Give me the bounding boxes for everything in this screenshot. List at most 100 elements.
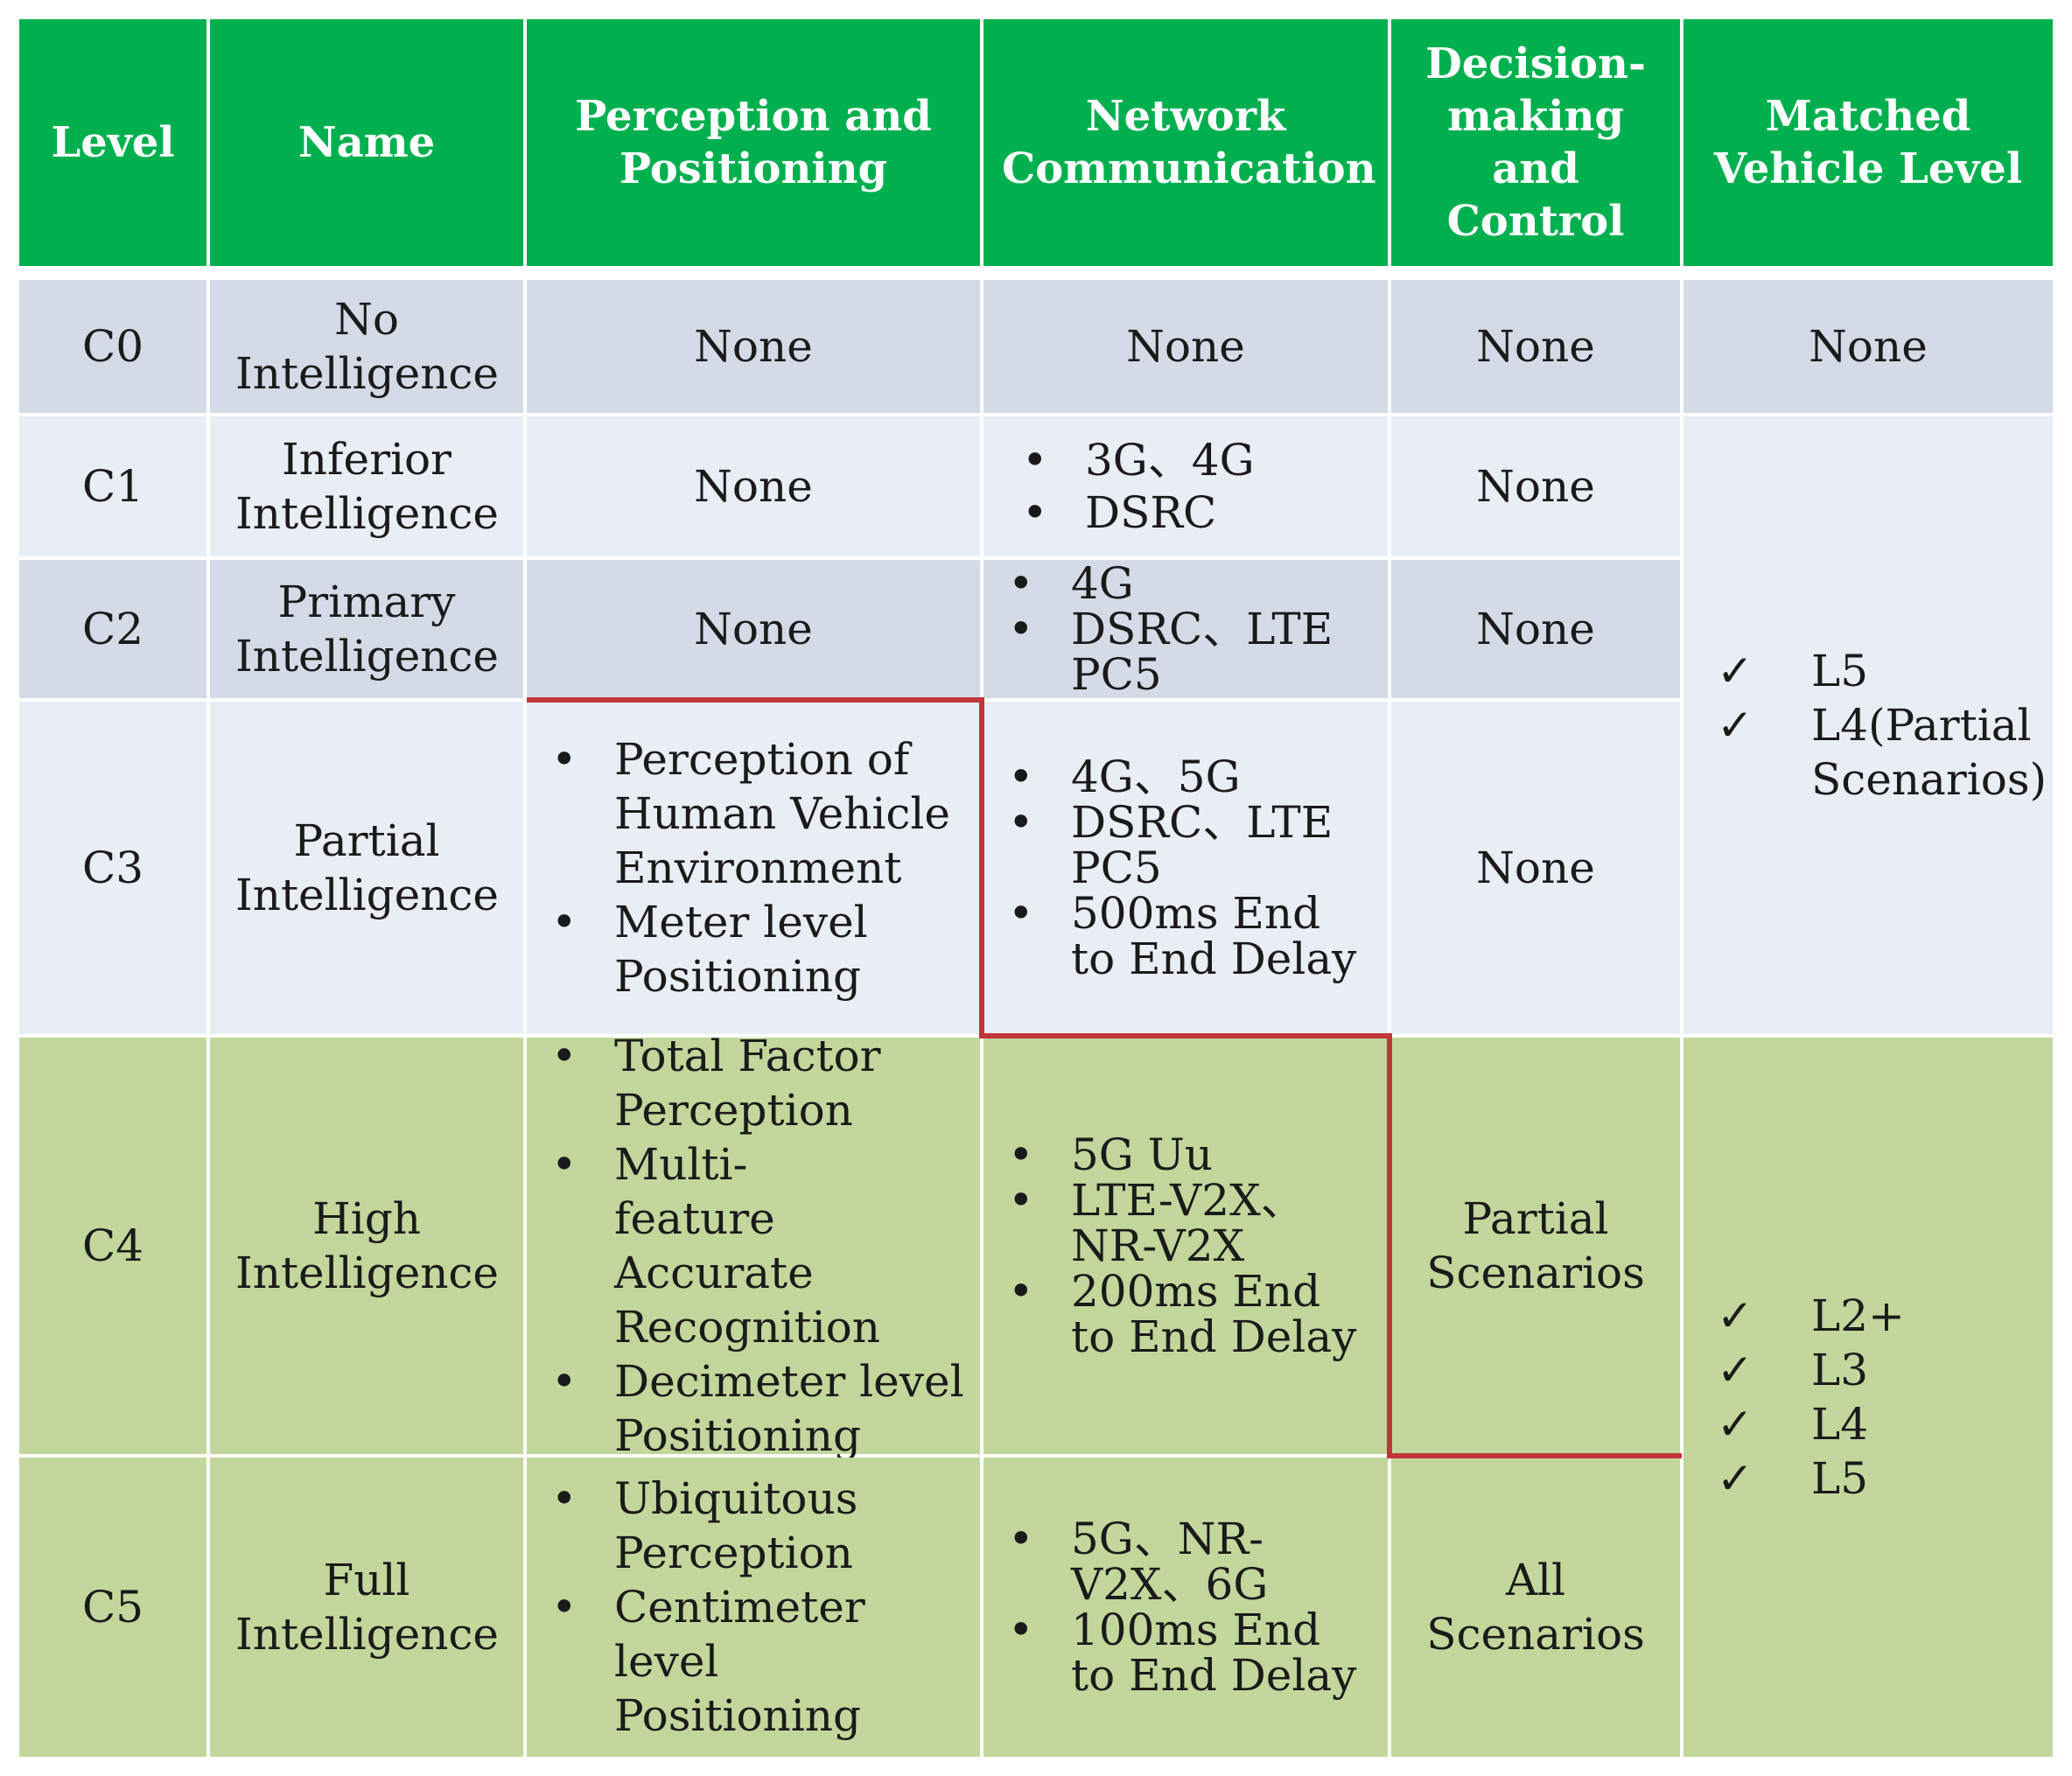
list-item: •Perception of Human Vehicle Environment bbox=[551, 732, 980, 895]
row-c1-decision: None bbox=[1391, 416, 1680, 556]
boundary-step-path bbox=[527, 697, 1682, 1458]
row-c2-name: Primary Intelligence bbox=[210, 560, 523, 698]
row-c0-network: None bbox=[984, 280, 1388, 413]
header-matched-text: Matched Vehicle Level bbox=[1713, 92, 2023, 193]
matched-item-text: L5 bbox=[1811, 1453, 1869, 1504]
level-text: C5 bbox=[81, 1582, 144, 1633]
name-text: Partial Intelligence bbox=[235, 815, 500, 920]
header-level: Level bbox=[19, 19, 206, 266]
header-network: Network Communication bbox=[984, 19, 1388, 266]
list-item: •DSRC、LTE PC5 bbox=[1008, 606, 1388, 697]
bullet-icon: • bbox=[551, 1473, 578, 1524]
network-item-text: 4G、5G bbox=[1071, 752, 1241, 802]
header-perception-text: Perception and Positioning bbox=[575, 92, 932, 193]
bullet-icon: • bbox=[1008, 1175, 1034, 1226]
decision-text: None bbox=[1476, 461, 1595, 512]
row-c2-level: C2 bbox=[19, 560, 206, 698]
bullet-icon: • bbox=[1008, 752, 1034, 802]
check-icon: ✓ bbox=[1717, 700, 1754, 751]
row-c5-perception: • Ubiquitous Perception • Centimeter level… bbox=[527, 1458, 980, 1757]
row-c0-decision: None bbox=[1391, 280, 1680, 413]
header-name: Name bbox=[210, 19, 523, 266]
decision-text: None bbox=[1476, 321, 1595, 372]
perception-text: None bbox=[694, 604, 813, 654]
network-item-text: DSRC、LTE PC5 bbox=[1071, 604, 1334, 700]
list-item: •100ms End to End Delay bbox=[1008, 1607, 1388, 1698]
list-item: ✓ L4(Partial Scenarios) bbox=[1717, 698, 2053, 807]
network-item-text: 100ms End to End Delay bbox=[1071, 1605, 1357, 1701]
matched-item-text: L3 bbox=[1811, 1345, 1869, 1395]
row-c3-level: C3 bbox=[19, 702, 206, 1034]
network-item-text: 3G、4G bbox=[1085, 435, 1255, 486]
list-item: •5G Uu bbox=[1008, 1132, 1388, 1178]
header-name-text: Name bbox=[298, 118, 436, 167]
perception-item-text: Meter level Positioning bbox=[614, 897, 868, 1002]
header-perception: Perception and Positioning bbox=[527, 19, 980, 266]
row-c1-name: Inferior Intelligence bbox=[210, 416, 523, 556]
list-item: • DSRC bbox=[1022, 486, 1388, 539]
matched-item-text: L4 bbox=[1811, 1399, 1869, 1450]
header-network-text: Network Communication bbox=[1002, 92, 1376, 193]
list-item: •Decimeter level Positioning bbox=[551, 1354, 980, 1463]
level-text: C0 bbox=[81, 321, 144, 372]
list-item: • 5G、NR-V2X、6G bbox=[1008, 1516, 1388, 1607]
list-item: •Multi-feature Accurate Recognition bbox=[551, 1137, 980, 1354]
row-c1-network: •3G、4G • DSRC bbox=[984, 416, 1388, 556]
bullet-icon: • bbox=[551, 897, 578, 947]
row-c4-name: High Intelligence bbox=[210, 1038, 523, 1454]
name-text: Primary Intelligence bbox=[235, 577, 500, 682]
bullet-icon: • bbox=[1008, 797, 1034, 848]
level-text: C4 bbox=[81, 1220, 144, 1271]
row-c1-perception: None bbox=[527, 416, 980, 556]
perception-item-text: Ubiquitous Perception bbox=[614, 1473, 858, 1578]
matched-item-text: L4(Partial Scenarios) bbox=[1811, 700, 2048, 805]
list-item: •3G、4G bbox=[1022, 434, 1388, 486]
network-text: None bbox=[1126, 321, 1245, 372]
header-decision: Decision-making and Control bbox=[1391, 19, 1680, 266]
decision-text: None bbox=[1476, 843, 1595, 893]
name-text: Full Intelligence bbox=[235, 1555, 500, 1660]
list-item: • 4G、5G bbox=[1008, 754, 1388, 800]
row-c2-decision: None bbox=[1391, 560, 1680, 698]
perception-item-text: Centimeter level Positioning bbox=[614, 1582, 865, 1741]
row-c0-level: C0 bbox=[19, 280, 206, 413]
level-text: C2 bbox=[81, 604, 144, 654]
network-item-text: 5G、NR-V2X、6G bbox=[1071, 1514, 1269, 1610]
network-item-text: DSRC bbox=[1085, 487, 1217, 538]
list-item: •LTE-V2X、NR-V2X bbox=[1008, 1178, 1388, 1269]
list-item: • Centimeter level Positioning bbox=[551, 1580, 980, 1743]
decision-text: All Scenarios bbox=[1426, 1555, 1645, 1660]
bullet-icon: • bbox=[1008, 1266, 1034, 1317]
network-item-text: 500ms End to End Delay bbox=[1071, 888, 1357, 984]
row-c5-decision: All Scenarios bbox=[1391, 1458, 1680, 1757]
row-c4-perception: • Total Factor Perception •Multi-feature … bbox=[527, 1031, 980, 1461]
name-text: High Intelligence bbox=[235, 1193, 500, 1298]
network-item-text: 200ms End to End Delay bbox=[1071, 1266, 1357, 1362]
header-decision-text: Decision-making and Control bbox=[1425, 39, 1646, 246]
bullet-icon: • bbox=[551, 1582, 578, 1633]
check-icon: ✓ bbox=[1717, 1453, 1754, 1504]
list-item: •500ms End to End Delay bbox=[1008, 891, 1388, 982]
list-item: ✓ L4 bbox=[1717, 1397, 2053, 1451]
list-item: ✓L3 bbox=[1717, 1343, 2053, 1397]
bullet-icon: • bbox=[551, 1031, 578, 1081]
list-item: ✓ L5 bbox=[1717, 1451, 2053, 1506]
matched-text: None bbox=[1809, 321, 1928, 372]
row-c3-decision: None bbox=[1391, 702, 1680, 1034]
bullet-icon: • bbox=[1008, 1514, 1034, 1564]
list-item: •4G bbox=[1008, 561, 1388, 606]
check-icon: ✓ bbox=[1717, 1399, 1754, 1450]
perception-item-text: Total Factor Perception bbox=[614, 1031, 881, 1136]
row-c5-name: Full Intelligence bbox=[210, 1458, 523, 1757]
name-text: Inferior Intelligence bbox=[235, 434, 500, 539]
row-c0-perception: None bbox=[527, 280, 980, 413]
row-c0-matched: None bbox=[1684, 280, 2053, 413]
bullet-icon: • bbox=[1022, 487, 1048, 538]
level-text: C3 bbox=[81, 843, 144, 893]
list-item: • 200ms End to End Delay bbox=[1008, 1269, 1388, 1360]
decision-text: Partial Scenarios bbox=[1426, 1193, 1645, 1298]
matched-group-c1-c3: ✓L5 ✓L4(Partial Scenarios) bbox=[1684, 416, 2053, 1034]
network-item-text: 4G bbox=[1071, 558, 1134, 609]
bullet-icon: • bbox=[551, 1139, 578, 1190]
row-c4-network: •5G Uu •LTE-V2X、NR-V2X • 200ms End to End… bbox=[984, 1038, 1388, 1454]
